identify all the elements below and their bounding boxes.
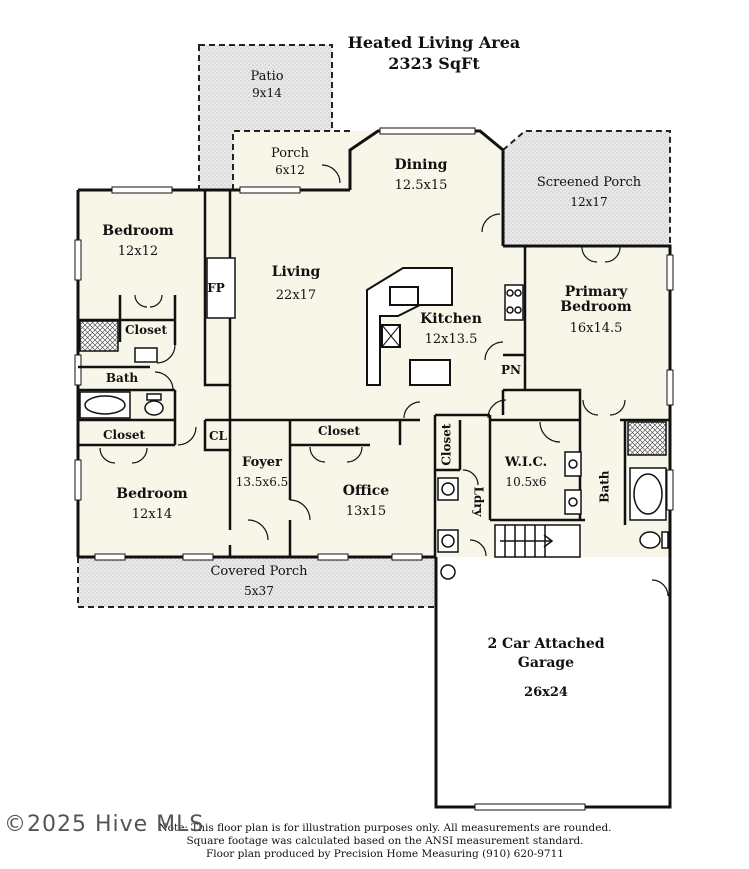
note-line-1: Note: This floor plan is for illustratio…: [158, 822, 612, 834]
porch-dim: 6x12: [275, 163, 305, 178]
room-label-foyer: Foyer 13.5x6.5: [235, 455, 289, 490]
watermark: ©2025 Hive MLS: [4, 812, 205, 837]
showers: [79, 320, 667, 456]
bedroom-nw-dim: 12x12: [117, 244, 159, 260]
dining-name: Dining: [394, 157, 448, 173]
closet-nw-label: Closet: [124, 323, 168, 337]
laundry-machines: [437, 477, 459, 580]
office-name: Office: [342, 483, 390, 499]
living-dim: 22x17: [275, 288, 317, 304]
room-label-dining: Dining 12.5x15: [394, 157, 448, 194]
kitchen-name: Kitchen: [420, 311, 482, 327]
disclaimer-notes: Note: This floor plan is for illustratio…: [158, 822, 611, 861]
laundry-label: Ldry: [471, 486, 486, 517]
room-label-screened-porch: Screened Porch 12x17: [536, 175, 642, 210]
bath-fixtures: [79, 347, 669, 549]
porch-name: Porch: [271, 146, 309, 161]
primary-bedroom-name-1: Primary: [564, 284, 628, 300]
stairs: [494, 524, 581, 558]
room-label-primary-bedroom: Primary Bedroom 16x14.5: [560, 284, 632, 336]
closet-laundry-label: Closet: [439, 423, 454, 466]
interior-walls: [78, 188, 670, 557]
room-label-kitchen: Kitchen 12x13.5: [420, 311, 482, 348]
closet-sw-label: Closet: [102, 428, 146, 442]
patio-name: Patio: [250, 69, 284, 84]
bath-w-label: Bath: [105, 371, 139, 385]
kitchen-island: [366, 267, 453, 386]
covered-porch-area: [77, 556, 437, 608]
room-label-office: Office 13x15: [342, 483, 390, 520]
bedroom-sw-dim: 12x14: [131, 507, 173, 523]
title-line-2: 2323 SqFt: [388, 53, 480, 73]
doors: [99, 164, 669, 597]
room-label-covered-porch: Covered Porch 5x37: [210, 564, 308, 599]
garage-dim: 26x24: [524, 684, 568, 700]
covered-porch-dim: 5x37: [244, 584, 274, 599]
room-label-wic: W.I.C. 10.5x6: [504, 455, 548, 490]
kitchen-dim: 12x13.5: [424, 332, 478, 348]
heated-area-title: Heated Living Area 2323 SqFt: [348, 33, 520, 75]
primary-bedroom-name-2: Bedroom: [560, 299, 632, 316]
foyer-dim: 13.5x6.5: [235, 475, 289, 490]
screened-porch-name: Screened Porch: [536, 175, 642, 190]
room-label-living: Living 22x17: [271, 264, 321, 304]
kitchen-range: [504, 284, 524, 321]
screened-porch-dim: 12x17: [570, 195, 608, 210]
living-name: Living: [271, 264, 321, 280]
garage-name-2: Garage: [517, 655, 575, 672]
room-label-patio: Patio 9x14: [250, 69, 284, 101]
fireplace-label: FP: [207, 281, 225, 295]
covered-porch-name: Covered Porch: [210, 564, 308, 579]
primary-bedroom-dim: 16x14.5: [569, 320, 623, 336]
room-label-porch: Porch 6x12: [271, 146, 309, 178]
garage-name-1: 2 Car Attached: [487, 636, 605, 652]
bedroom-nw-name: Bedroom: [102, 223, 174, 239]
room-label-garage: 2 Car Attached Garage 26x24: [487, 636, 605, 700]
bath-primary-label: Bath: [597, 470, 612, 503]
title-line-1: Heated Living Area: [347, 33, 521, 52]
note-line-3: Floor plan produced by Precision Home Me…: [206, 848, 564, 861]
wic-name: W.I.C.: [504, 455, 548, 470]
pantry-label: PN: [501, 363, 521, 377]
room-label-bedroom-sw: Bedroom 12x14: [116, 486, 188, 523]
garage-floor: [436, 557, 670, 807]
office-dim: 13x15: [345, 504, 387, 520]
cl-label: CL: [209, 429, 227, 443]
note-line-2: Square footage was calculated based on t…: [186, 835, 584, 848]
dining-dim: 12.5x15: [394, 178, 448, 194]
wic-dim: 10.5x6: [505, 475, 547, 490]
patio-dim: 9x14: [252, 86, 282, 101]
closet-office-label: Closet: [317, 424, 361, 438]
room-label-bedroom-nw: Bedroom 12x12: [102, 223, 174, 260]
windows: [74, 127, 674, 811]
fireplace-hearth: [206, 257, 236, 319]
foyer-name: Foyer: [242, 455, 282, 470]
bedroom-sw-name: Bedroom: [116, 486, 188, 502]
